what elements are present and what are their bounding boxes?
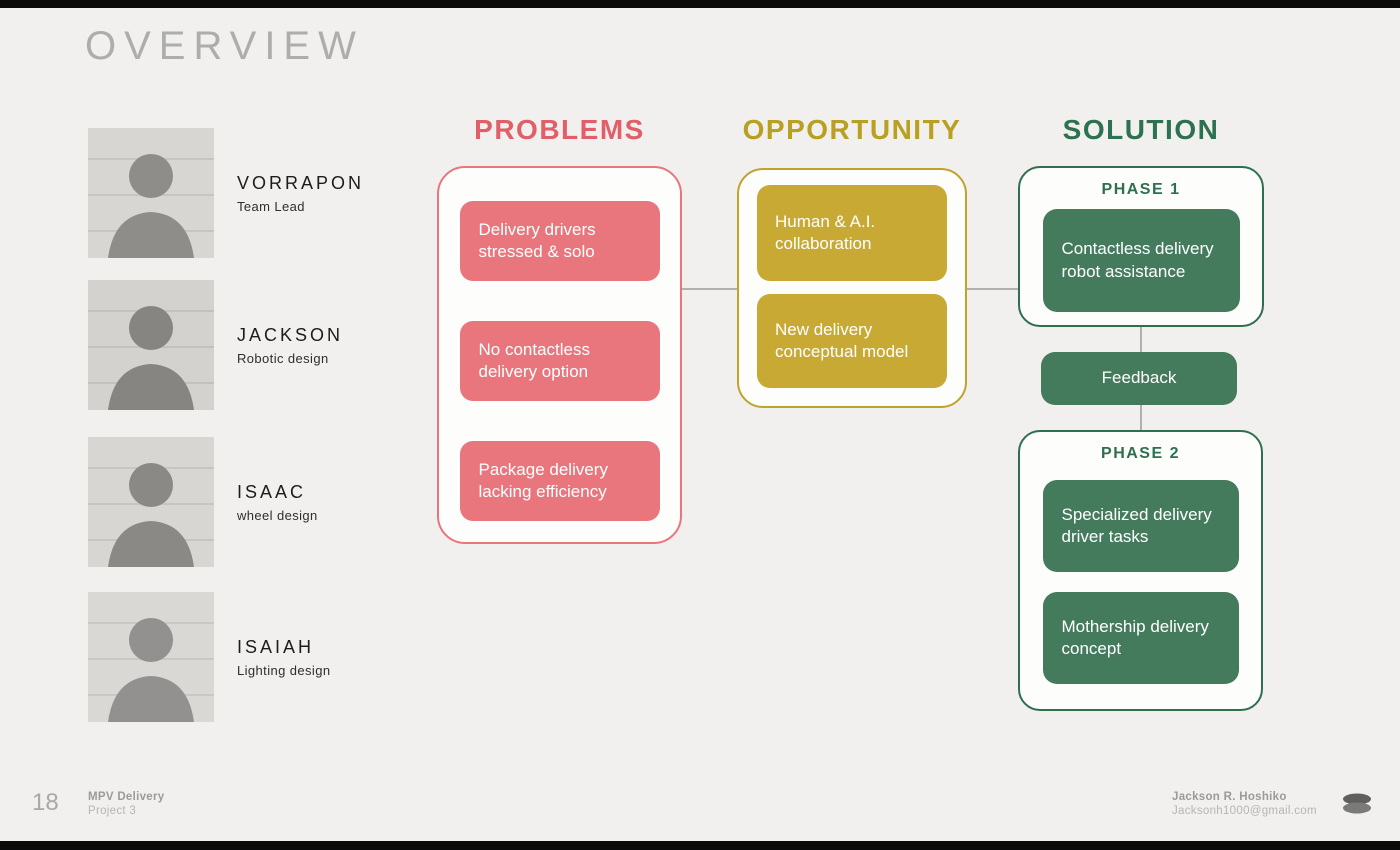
problem-item: No contactless delivery option bbox=[459, 321, 660, 401]
phase1-panel: PHASE 1 Contactless delivery robot assis… bbox=[1018, 166, 1264, 327]
team-member-jackson: JACKSON Robotic design bbox=[88, 280, 343, 410]
project-subtitle: Project 3 bbox=[88, 805, 137, 817]
connector-phase1-feedback bbox=[1140, 327, 1142, 352]
member-name: ISAAC bbox=[237, 481, 307, 502]
phase2-panel: PHASE 2 Specialized delivery driver task… bbox=[1018, 430, 1263, 711]
member-role: Lighting design bbox=[237, 662, 331, 678]
member-photo-isaac bbox=[88, 437, 214, 567]
member-role: Team Lead bbox=[237, 198, 305, 214]
solution-item: Contactless delivery robot assistance bbox=[1042, 209, 1240, 312]
problem-item: Package delivery lacking efficiency bbox=[459, 441, 660, 521]
connector-opportunity-solution bbox=[967, 288, 1018, 290]
team-member-isaiah: ISAIAH Lighting design bbox=[88, 592, 330, 722]
top-letterbox-bar bbox=[0, 0, 1400, 8]
opportunity-item: New delivery conceptual model bbox=[757, 294, 947, 388]
phase2-label: PHASE 2 bbox=[1101, 445, 1180, 462]
author-name: Jackson R. Hoshiko bbox=[1172, 791, 1287, 803]
team-member-isaac: ISAAC wheel design bbox=[88, 437, 318, 567]
member-photo-jackson bbox=[88, 280, 214, 410]
connector-feedback-phase2 bbox=[1140, 405, 1142, 430]
member-photo-vorrapon bbox=[88, 128, 214, 258]
member-role: wheel design bbox=[237, 507, 318, 523]
phase1-label: PHASE 1 bbox=[1101, 181, 1181, 198]
problems-panel: Delivery drivers stressed & solo No cont… bbox=[437, 166, 682, 544]
author-email: Jacksonh1000@gmail.com bbox=[1172, 805, 1317, 817]
bottom-letterbox-bar bbox=[0, 841, 1400, 850]
page-title: OVERVIEW bbox=[85, 24, 364, 68]
project-name: MPV Delivery bbox=[88, 791, 165, 803]
logo-icon bbox=[1340, 792, 1374, 816]
member-name: JACKSON bbox=[237, 324, 344, 345]
solution-heading: SOLUTION bbox=[1062, 114, 1220, 145]
portrait-placeholder-icon bbox=[88, 128, 214, 258]
member-text: JACKSON Robotic design bbox=[237, 325, 343, 366]
portrait-placeholder-icon bbox=[88, 280, 214, 410]
member-role: Robotic design bbox=[237, 350, 329, 366]
portrait-placeholder-icon bbox=[88, 437, 214, 567]
connector-problems-opportunity bbox=[682, 288, 737, 290]
opportunity-heading: OPPORTUNITY bbox=[742, 114, 962, 145]
team-member-vorrapon: VORRAPON Team Lead bbox=[88, 128, 364, 258]
footer-project: MPV Delivery Project 3 bbox=[88, 791, 164, 817]
feedback-box: Feedback bbox=[1041, 352, 1237, 405]
footer-author: Jackson R. Hoshiko Jacksonh1000@gmail.co… bbox=[1172, 791, 1317, 817]
member-name: VORRAPON bbox=[237, 172, 365, 193]
member-text: ISAAC wheel design bbox=[237, 482, 318, 523]
opportunity-panel: Human & A.I. collaboration New delivery … bbox=[737, 168, 967, 408]
portrait-placeholder-icon bbox=[88, 592, 214, 722]
problems-heading: PROBLEMS bbox=[474, 114, 645, 145]
member-photo-isaiah bbox=[88, 592, 214, 722]
solution-item: Specialized delivery driver tasks bbox=[1042, 480, 1239, 572]
member-text: VORRAPON Team Lead bbox=[237, 173, 364, 214]
problem-item: Delivery drivers stressed & solo bbox=[459, 201, 660, 281]
opportunity-item: Human & A.I. collaboration bbox=[757, 185, 947, 281]
member-text: ISAIAH Lighting design bbox=[237, 637, 330, 678]
member-name: ISAIAH bbox=[237, 636, 315, 657]
solution-item: Mothership delivery concept bbox=[1042, 592, 1239, 684]
page-number: 18 bbox=[32, 789, 59, 816]
